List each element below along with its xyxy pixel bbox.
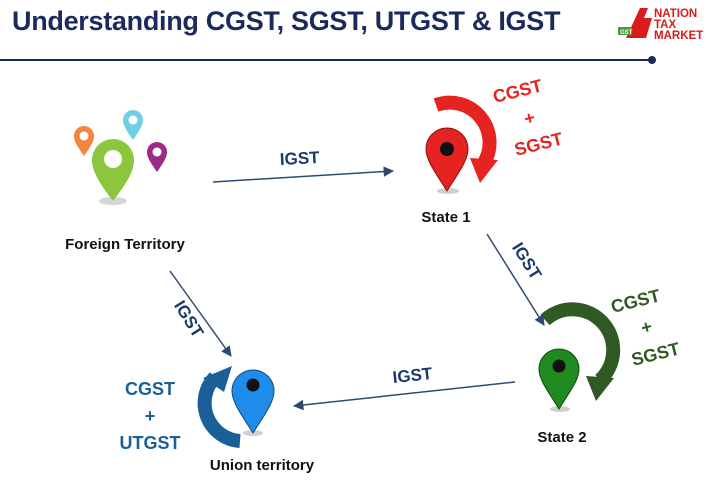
- edge-state2-to-union: [292, 381, 516, 411]
- logo-mark-icon: [626, 8, 652, 38]
- foreign-territory-pins-icon: [74, 110, 167, 205]
- edge-state2-to-union-label: IGST: [392, 364, 434, 387]
- state2-node: [538, 302, 621, 412]
- union-pin-icon: [231, 369, 275, 434]
- page-title: Understanding CGST, SGST, UTGST & IGST: [12, 6, 561, 36]
- logo-line1: NATION: [654, 8, 697, 20]
- logo-line3: MARKET: [654, 30, 703, 42]
- state2-tax-plus: +: [639, 316, 654, 338]
- union-tax-line2: UTGST: [120, 433, 181, 453]
- state2-label: State 2: [537, 429, 586, 446]
- union-cycle-arrow-icon: [197, 372, 241, 448]
- state1-cycle-arrow-icon: [433, 95, 497, 167]
- union-node: [197, 366, 275, 448]
- edge-foreign-to-union: [169, 270, 232, 357]
- edge-foreign-to-state1: [212, 166, 395, 183]
- header-rule: [0, 56, 656, 64]
- foreign-territory-label: Foreign Territory: [65, 236, 185, 253]
- union-tax-plus: +: [145, 406, 156, 426]
- union-tax-label: CGST + UTGST: [120, 379, 181, 453]
- state1-label: State 1: [421, 209, 470, 226]
- edge-foreign-to-union-label: IGST: [170, 297, 207, 341]
- state2-tax-line1: CGST: [609, 285, 662, 317]
- state1-pin-icon: [425, 127, 469, 192]
- union-tax-line1: CGST: [125, 379, 175, 399]
- state1-tax-line2: SGST: [512, 129, 564, 160]
- state1-tax-label: CGST + SGST: [491, 75, 565, 159]
- edge-foreign-to-state1-label: IGST: [279, 148, 320, 169]
- logo-line2: TAX: [654, 19, 676, 31]
- edge-state1-to-state2: [486, 233, 545, 326]
- state1-tax-line1: CGST: [491, 75, 544, 107]
- state1-node: [425, 95, 498, 194]
- state2-tax-line2: SGST: [629, 339, 681, 370]
- state1-tax-plus: +: [522, 107, 537, 129]
- union-label: Union territory: [210, 457, 315, 474]
- state2-pin-icon: [538, 348, 580, 410]
- logo-badge: GST: [620, 30, 633, 36]
- state2-cycle-arrow-icon: [540, 302, 621, 386]
- state2-tax-label: CGST + SGST: [609, 285, 682, 369]
- nation-tax-market-logo: GST NATION TAX MARKET: [618, 8, 703, 42]
